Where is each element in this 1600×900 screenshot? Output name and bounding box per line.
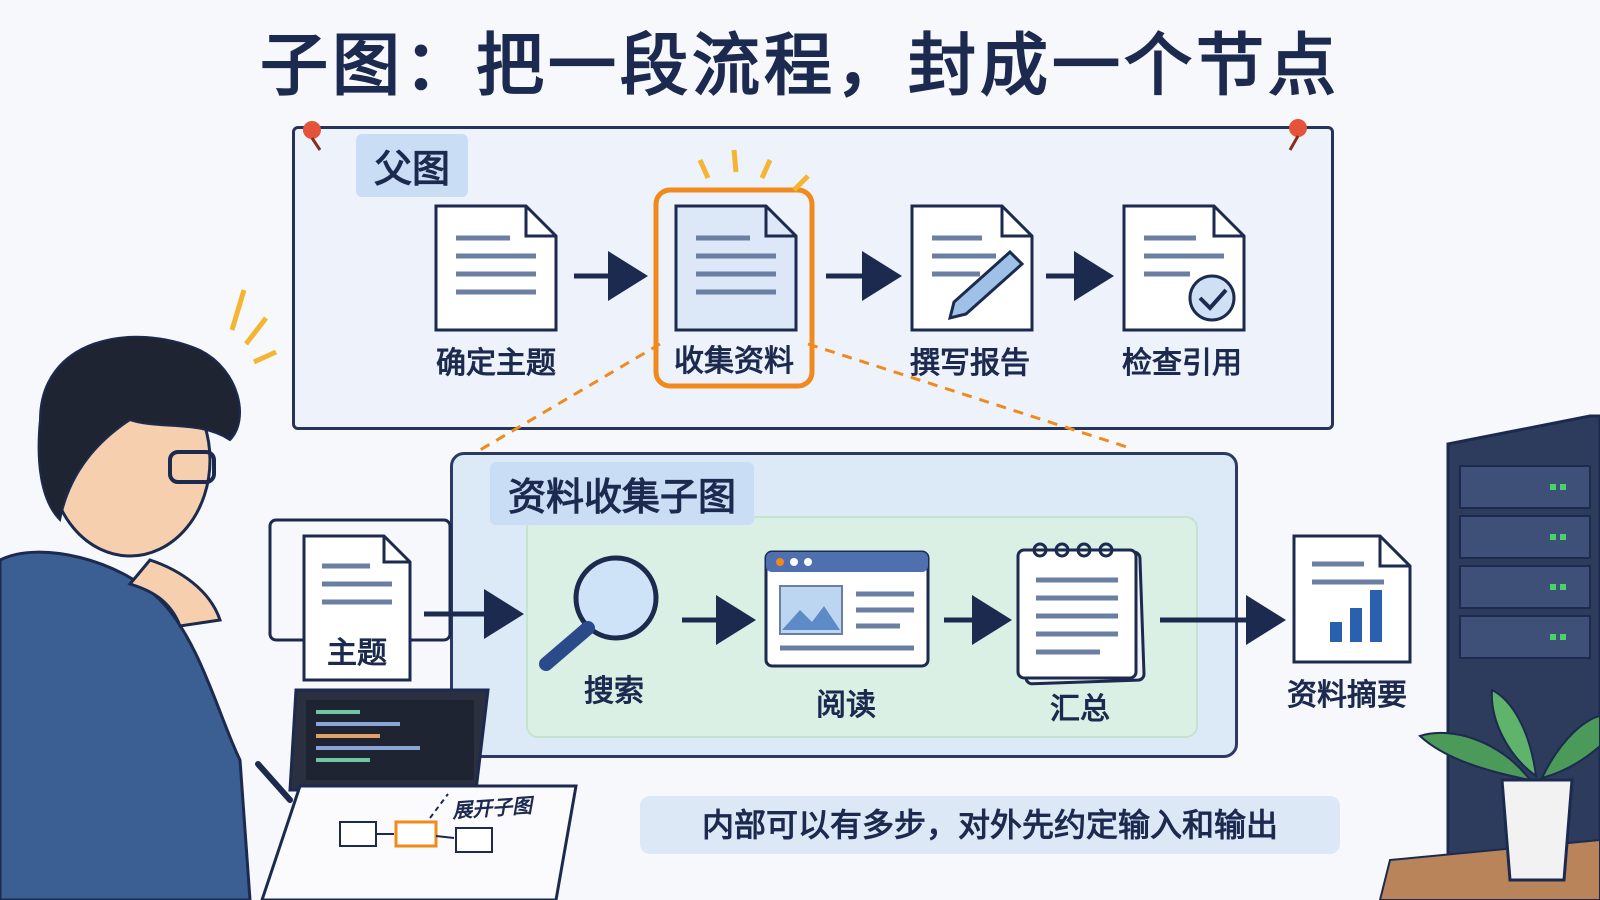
sketch-notebook [255,761,578,900]
highlight-frame [653,149,815,389]
notebook-icon [1016,542,1146,686]
parent-node-label: 确定主题 [436,346,556,381]
chart-document-icon [1292,534,1412,664]
thinking-person-illustration [0,289,278,900]
pencil-document-icon [910,204,1034,332]
notebook-caption: 展开子图 [451,793,533,823]
parent-node-label: 检查引用 [1122,346,1242,381]
document-icon [674,204,798,332]
potted-plant-icon [1418,688,1600,882]
page-title: 子图：把一段流程，封成一个节点 [259,27,1340,106]
subgraph-output-label: 资料摘要 [1287,678,1407,713]
pushpin-icon [303,121,322,151]
subgraph-step-label: 汇总 [1050,692,1110,727]
magnifier-icon [539,555,659,671]
input-document-icon [302,534,412,682]
pushpin-icon [1288,119,1307,151]
parent-node-label: 撰写报告 [910,346,1030,381]
checked-document-icon [1122,204,1246,332]
subgraph-tag: 资料收集子图 [490,462,755,525]
document-icon [434,204,558,332]
browser-window-icon [764,550,930,668]
laptop-icon [288,688,490,792]
parent-node-label-highlighted: 收集资料 [674,344,794,379]
subgraph-input-label: 主题 [327,636,387,671]
subgraph-step-label: 阅读 [816,688,876,723]
summary-note: 内部可以有多步，对外先约定输入和输出 [640,796,1340,854]
parent-graph-tag: 父图 [356,134,469,197]
subgraph-step-label: 搜索 [584,674,644,709]
